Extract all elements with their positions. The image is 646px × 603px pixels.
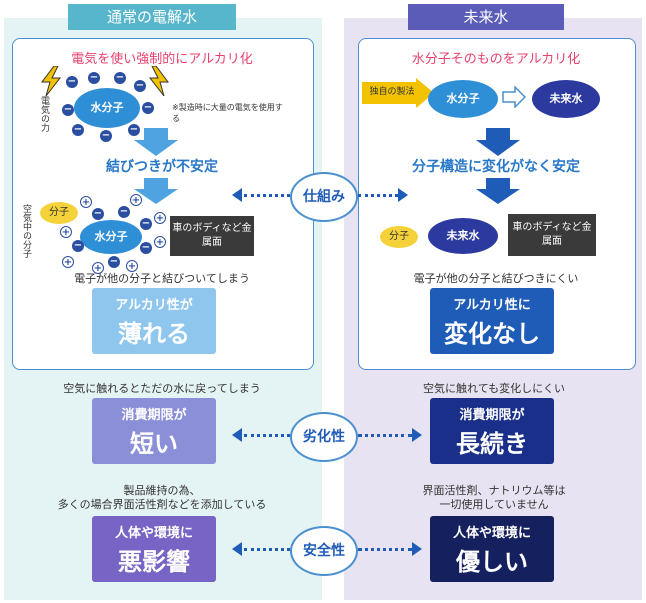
left-expiry-big: 短い	[130, 430, 178, 458]
electricity-note: ※製造時に大量の電気を使用する	[172, 103, 283, 123]
minus-icon: −	[72, 240, 84, 252]
left-header: 通常の電解水	[68, 4, 236, 30]
plus-icon: +	[62, 256, 74, 268]
dotted-connector	[358, 548, 412, 551]
minus-icon: −	[108, 256, 120, 268]
right-safety-small: 人体や環境に	[452, 526, 531, 541]
left-additive-line-1: 製品維持の為、	[123, 484, 201, 497]
mechanism-label: 仕組み	[290, 172, 358, 222]
lightning-left-icon	[41, 66, 62, 96]
own-method-label: 独自の製法	[369, 87, 415, 97]
dotted-connector	[244, 434, 290, 437]
minus-icon: −	[142, 102, 154, 114]
right-air-molecule: 分子	[380, 226, 418, 248]
left-result-small: アルカリ性が	[115, 298, 193, 313]
right-safety-box: 人体や環境に 優しい	[430, 516, 554, 582]
right-future-water-top: 未来水	[532, 80, 600, 118]
minus-icon: −	[66, 76, 78, 88]
left-arrowhead-icon	[232, 428, 242, 442]
plus-icon: +	[126, 260, 138, 272]
right-arrowhead-icon	[398, 188, 408, 202]
left-result-big: 薄れる	[118, 320, 190, 348]
dotted-connector	[358, 434, 412, 437]
down-arrow-icon	[134, 178, 178, 204]
right-expiry-big: 長続き	[456, 430, 528, 458]
left-safety-small: 人体や環境に	[114, 526, 193, 541]
right-arrow-icon	[502, 86, 526, 108]
left-safety-big: 悪影響	[118, 548, 190, 576]
right-header: 未来水	[408, 4, 564, 30]
right-expiry-box: 消費期限が 長続き	[430, 398, 554, 464]
dotted-connector	[244, 548, 290, 551]
right-additive-line-1: 界面活性剤、ナトリウム等は	[422, 484, 566, 497]
left-result-box: アルカリ性が 薄れる	[92, 288, 216, 354]
minus-icon: −	[92, 208, 104, 220]
minus-icon: −	[100, 130, 112, 142]
right-expiry-small: 消費期限が	[459, 408, 525, 423]
right-result-big: 変化なし	[444, 320, 540, 348]
left-arrowhead-icon	[232, 188, 242, 202]
right-arrowhead-icon	[412, 542, 422, 556]
right-metal-surface: 車のボディなど金属面	[508, 214, 596, 256]
right-additive-note: 界面活性剤、ナトリウム等は 一切使用していません	[354, 484, 634, 512]
minus-icon: −	[128, 124, 140, 136]
safety-label: 安全性	[290, 526, 358, 576]
plus-icon: +	[80, 196, 92, 208]
minus-icon: −	[114, 72, 126, 84]
left-additive-note: 製品維持の為、 多くの場合界面活性剤などを添加している	[14, 484, 310, 512]
plus-icon: +	[60, 226, 72, 238]
minus-icon: −	[88, 72, 100, 84]
minus-icon: −	[62, 104, 74, 116]
air-molecule-side-label: 空気中の分子	[21, 204, 31, 258]
minus-icon: −	[134, 80, 146, 92]
left-safety-box: 人体や環境に 悪影響	[92, 516, 216, 582]
lightning-right-icon	[148, 66, 169, 96]
left-bond-note: 電子が他の分子と結びついてしまう	[74, 272, 250, 285]
left-arrowhead-icon	[232, 542, 242, 556]
right-result-box: アルカリ性に 変化なし	[430, 288, 554, 354]
right-future-water: 未来水	[428, 218, 498, 254]
down-arrow-icon	[476, 128, 520, 156]
right-water-molecule: 水分子	[428, 80, 498, 118]
left-water-molecule-bonded: 水分子	[80, 220, 142, 254]
minus-icon: −	[140, 242, 152, 254]
minus-icon: −	[140, 218, 152, 230]
right-result-small: アルカリ性に	[453, 298, 531, 313]
left-additive-line-2: 多くの場合界面活性剤などを添加している	[57, 498, 267, 511]
plus-icon: +	[92, 262, 104, 274]
minus-icon: −	[118, 206, 130, 218]
method-arrow-icon	[362, 78, 434, 108]
left-method-title: 電気を使い強制的にアルカリ化	[71, 52, 253, 67]
degradation-label: 劣化性	[290, 412, 358, 462]
right-bond-note: 電子が他の分子と結びつきにくい	[413, 272, 579, 285]
left-degradation-note: 空気に触れるとただの水に戻ってしまう	[63, 382, 261, 395]
left-unstable-text: 結びつきが不安定	[106, 159, 218, 175]
plus-icon: +	[154, 236, 166, 248]
right-degradation-note: 空気に触れても変化しにくい	[423, 382, 565, 395]
left-expiry-small: 消費期限が	[121, 408, 187, 423]
minus-icon: −	[72, 124, 84, 136]
left-air-molecule: 分子	[40, 202, 78, 224]
dotted-connector	[358, 194, 398, 197]
electric-force-label: 電気の力	[39, 96, 49, 132]
right-method-title: 水分子そのものをアルカリ化	[411, 52, 581, 67]
left-metal-surface: 車のボディなど金属面	[170, 216, 254, 256]
plus-icon: +	[154, 212, 166, 224]
right-additive-line-2: 一切使用していません	[439, 498, 549, 511]
down-arrow-icon	[476, 178, 520, 204]
right-arrowhead-icon	[412, 428, 422, 442]
right-stable-text: 分子構造に変化がなく安定	[412, 159, 580, 175]
right-safety-big: 優しい	[456, 548, 528, 576]
left-expiry-box: 消費期限が 短い	[92, 398, 216, 464]
left-water-molecule: 水分子	[74, 88, 140, 128]
plus-icon: +	[130, 194, 142, 206]
down-arrow-icon	[134, 128, 178, 156]
dotted-connector	[244, 194, 290, 197]
